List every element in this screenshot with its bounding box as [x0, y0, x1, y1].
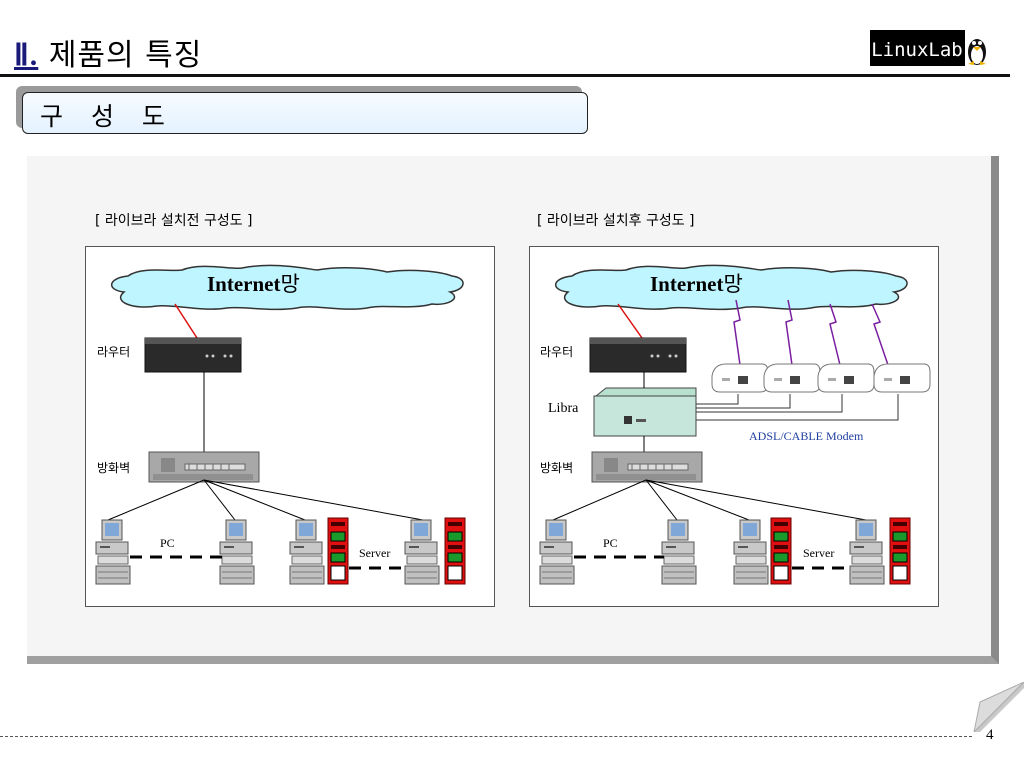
libra-device [593, 387, 697, 437]
pc-device-1 [539, 519, 575, 585]
footer-rule [0, 736, 972, 737]
section-number: Ⅱ. [14, 39, 39, 72]
wan-link [174, 303, 198, 339]
server-pc-1 [289, 519, 325, 585]
modem-2 [763, 363, 821, 393]
internet-label-after: Internet망 [650, 272, 743, 296]
firewall-label-after: 방화벽 [540, 461, 574, 475]
section-tab-label: 구 성 도 [40, 102, 175, 131]
server-rack-1 [327, 517, 349, 585]
panel-bevel [27, 156, 999, 664]
diagram-after [539, 264, 931, 585]
server-pc-2 [849, 519, 885, 585]
pc-device-2 [219, 519, 255, 585]
modem-label: ADSL/CABLE Modem [749, 429, 864, 443]
logo-text: LinuxLab [871, 39, 963, 61]
lan-links [107, 479, 424, 521]
pc-device-2 [661, 519, 697, 585]
page-curl-icon [973, 682, 1024, 732]
caption-before: [ 라이브라 설치전 구성도 ] [95, 213, 253, 229]
server-pc-2 [404, 519, 440, 585]
firewall-label-before: 방화벽 [97, 461, 131, 475]
page-title: Ⅱ. 제품의 특징 [14, 30, 202, 74]
router-label-before: 라우터 [97, 345, 131, 359]
server-rack-1 [770, 517, 792, 585]
title-text: 제품의 특징 [48, 38, 203, 73]
libra-label: Libra [548, 401, 579, 416]
page-number: 4 [986, 727, 994, 743]
modem-1 [711, 363, 769, 393]
router-label-after: 라우터 [540, 345, 574, 359]
router-device [144, 337, 242, 373]
firewall-device [148, 451, 260, 483]
wan-link [617, 303, 643, 339]
router-device [589, 337, 687, 373]
server-rack-2 [444, 517, 466, 585]
pc-label-after: PC [603, 536, 618, 550]
lan-links [552, 479, 867, 521]
linuxlab-logo: LinuxLab [870, 30, 986, 66]
modem-4 [873, 363, 931, 393]
caption-after: [ 라이브라 설치후 구성도 ] [537, 213, 695, 229]
libra-modem-links [696, 394, 899, 421]
title-rule [0, 74, 1010, 77]
modem-wan-links [733, 299, 889, 366]
internet-label-before: Internet망 [207, 272, 300, 296]
pc-device-1 [95, 519, 131, 585]
server-pc-1 [733, 519, 769, 585]
penguin-icon [968, 39, 986, 65]
server-label-after: Server [803, 546, 835, 560]
pc-label-before: PC [160, 536, 175, 550]
diagram-before [95, 264, 466, 585]
server-label-before: Server [359, 546, 391, 560]
section-tab [22, 92, 588, 134]
modem-3 [817, 363, 875, 393]
server-rack-2 [889, 517, 911, 585]
firewall-device [591, 451, 703, 483]
